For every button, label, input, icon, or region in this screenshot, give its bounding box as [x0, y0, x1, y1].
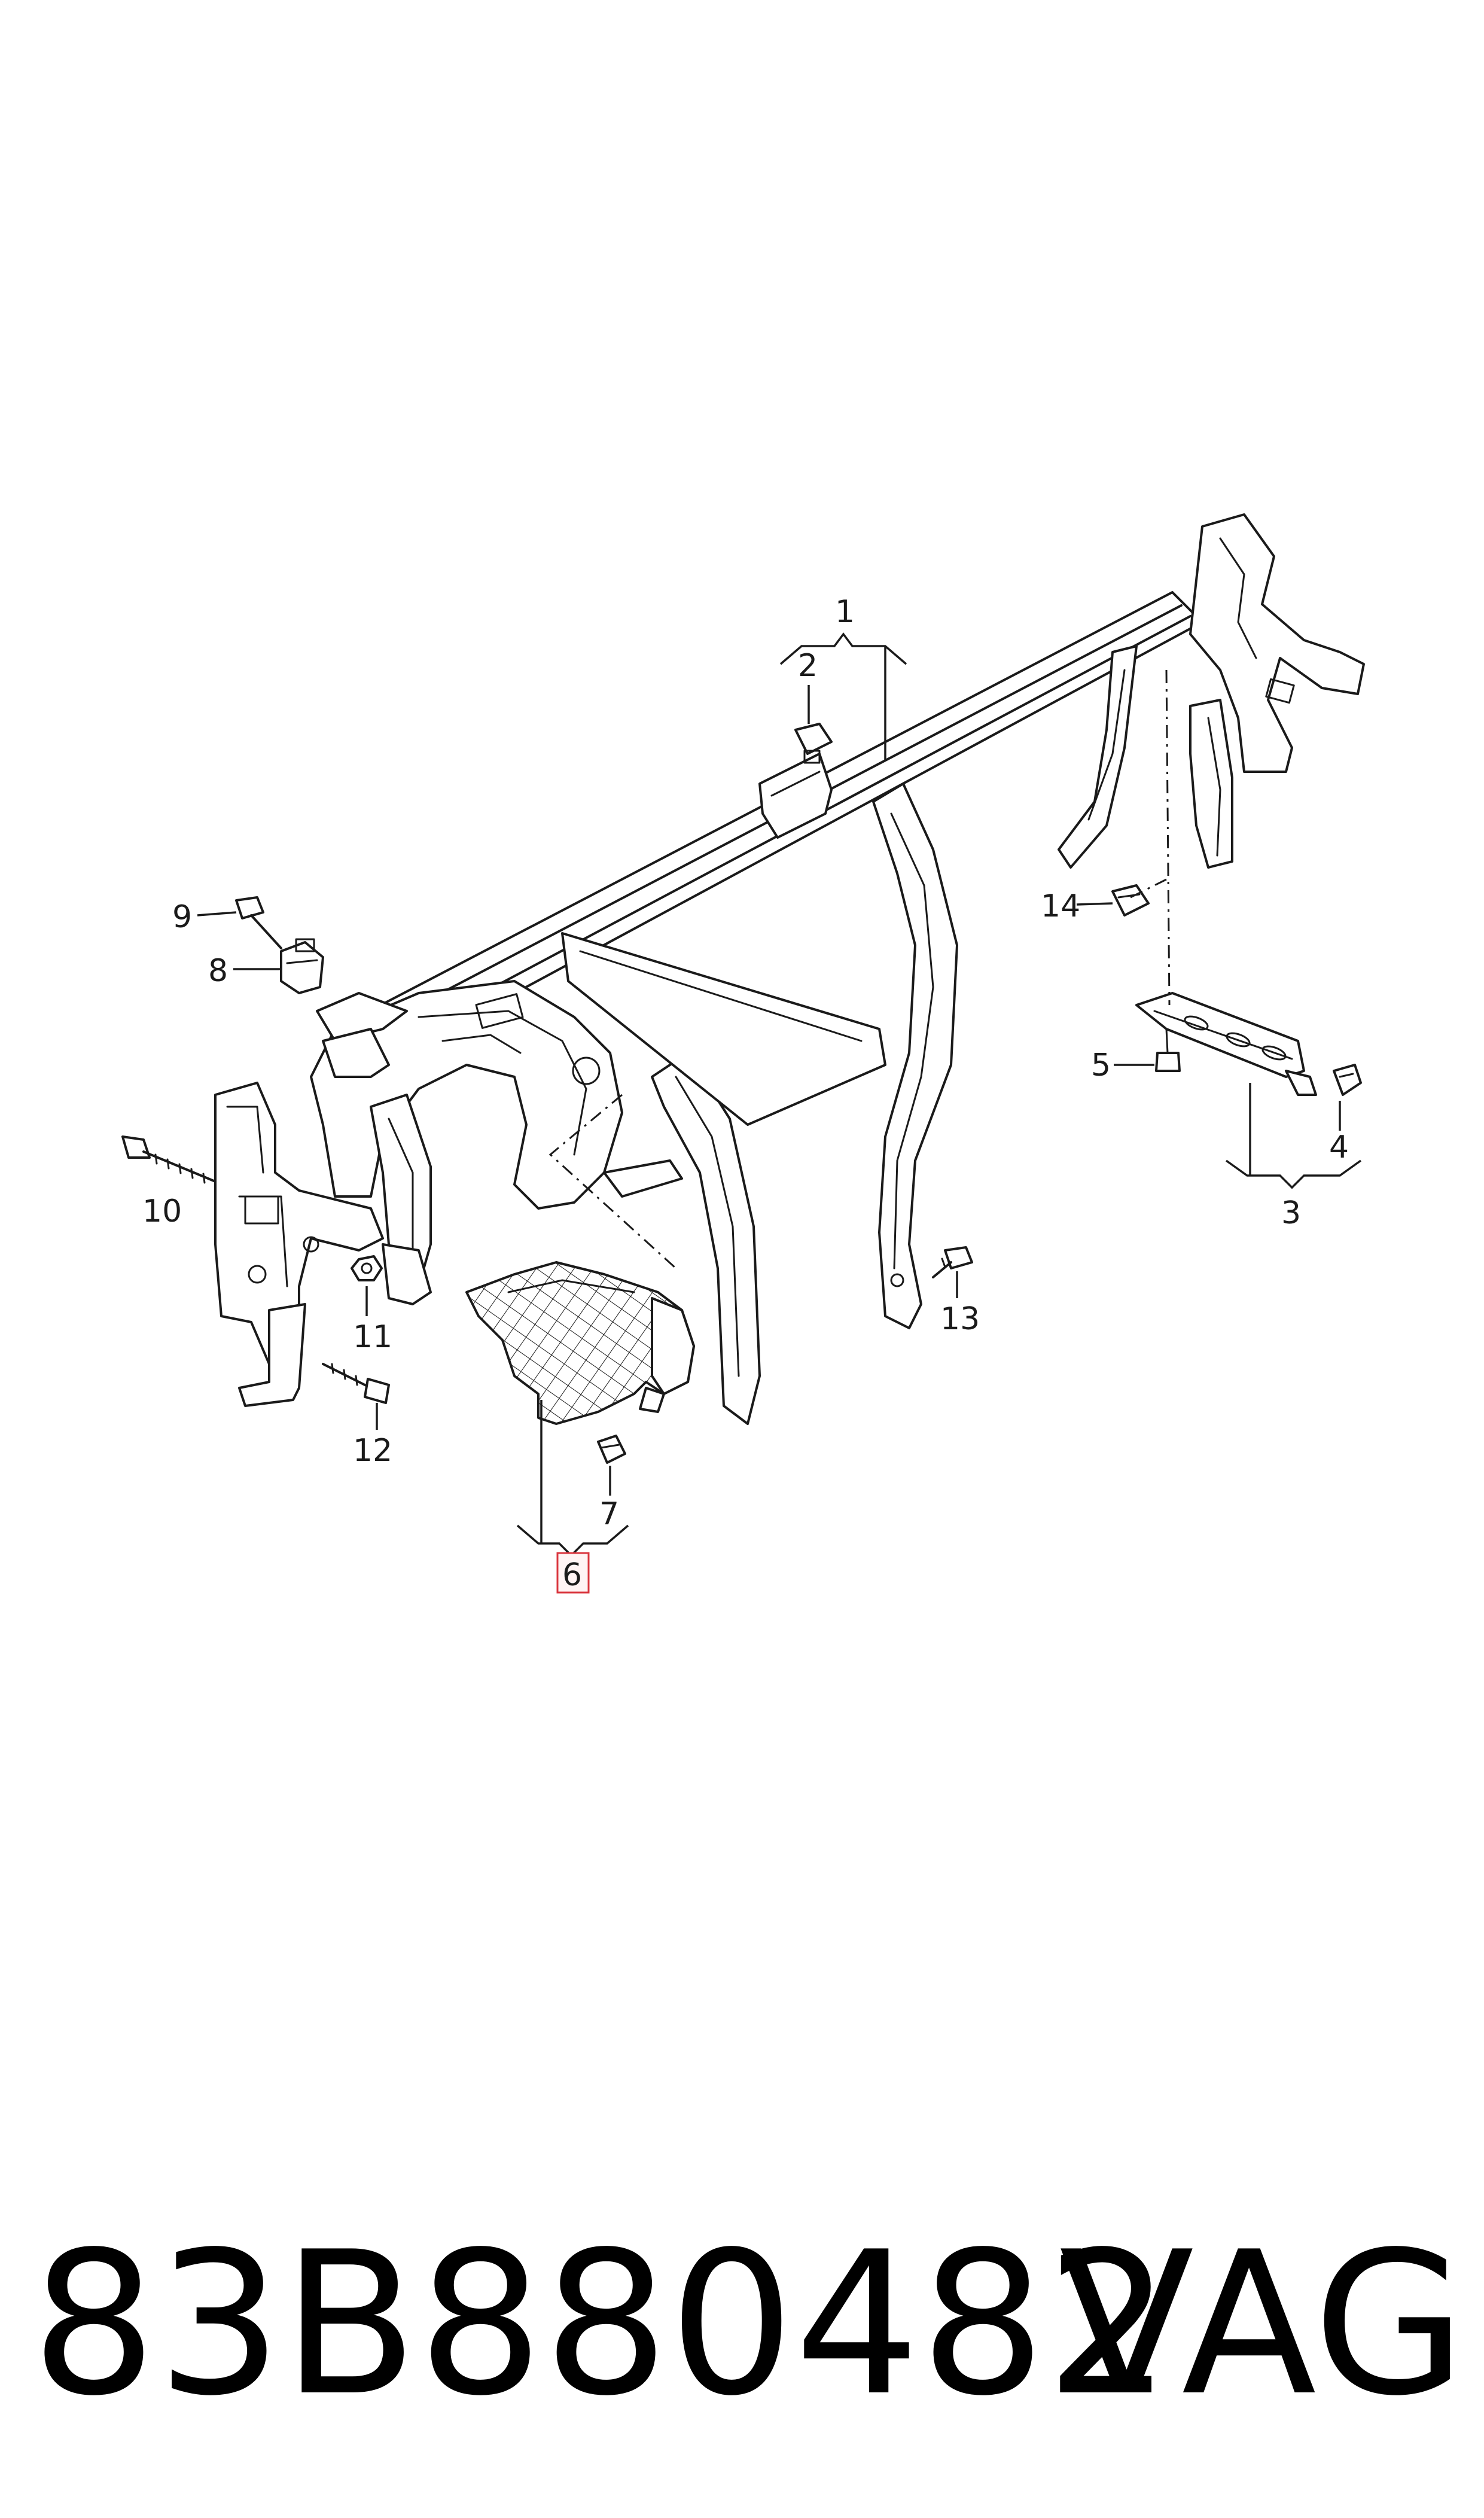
callout-12: 12	[353, 1433, 392, 1469]
callout-10: 10	[142, 1193, 182, 1229]
alignment-lines	[548, 669, 1171, 1269]
callout-2: 2	[798, 648, 818, 684]
callout-6[interactable]: 6	[562, 1557, 582, 1593]
cross-car-beam	[310, 513, 1365, 1425]
part-7-clip	[597, 1435, 626, 1464]
part-9-bolt	[235, 896, 282, 949]
callout-4: 4	[1329, 1129, 1349, 1165]
part-8-bracket	[280, 938, 324, 994]
callout-7: 7	[599, 1496, 619, 1532]
part-2-nut	[794, 723, 833, 764]
left-side-bracket	[214, 1082, 384, 1407]
part-10-bolt	[121, 1135, 217, 1184]
part-12-bolt	[322, 1363, 390, 1404]
brand-label: VAG	[1059, 2209, 1466, 2439]
part-number: 83B880482	[31, 2209, 1172, 2439]
lower-brace-assembly	[1135, 992, 1362, 1096]
callout-1: 1	[835, 594, 855, 630]
part-6-air-duct	[465, 1261, 695, 1425]
callout-6-highlight	[556, 1552, 590, 1594]
leader-lines	[197, 632, 1362, 1557]
callout-9: 9	[172, 899, 192, 935]
callout-labels: 1 2 3 4 5 6 7 8 9 10 11 12 13 14	[142, 594, 1349, 1594]
callout-13: 13	[940, 1301, 980, 1337]
callout-8: 8	[208, 953, 228, 989]
part-14-clip	[1111, 884, 1150, 917]
part-11-nut	[351, 1255, 383, 1281]
callout-11: 11	[353, 1319, 392, 1355]
callout-5: 5	[1091, 1048, 1111, 1083]
callout-3: 3	[1281, 1195, 1301, 1231]
callout-14: 14	[1041, 888, 1080, 924]
part-13-bolt	[932, 1246, 973, 1278]
